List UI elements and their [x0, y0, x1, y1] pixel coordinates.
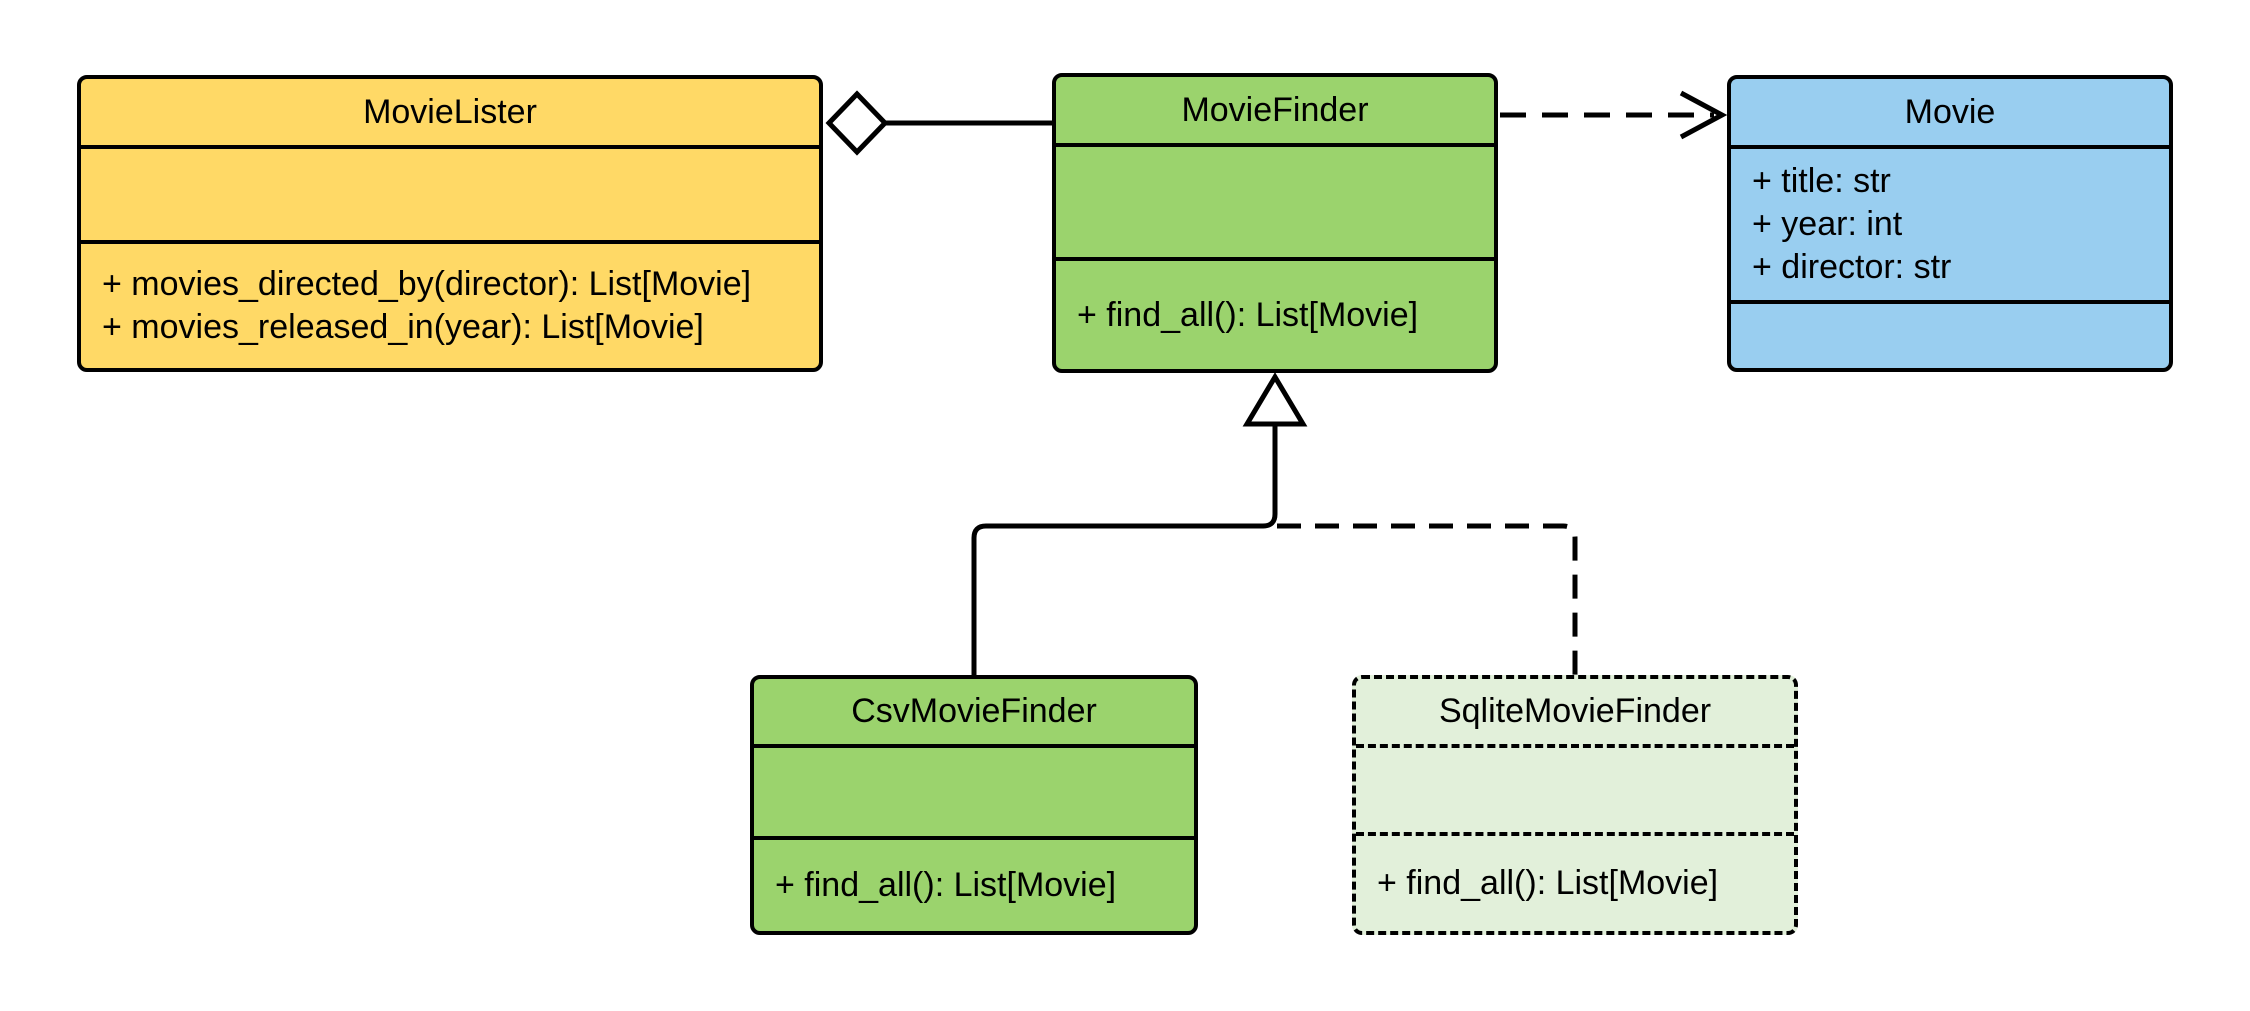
- class-moviefinder-title: MovieFinder: [1181, 90, 1369, 129]
- class-moviefinder-header: MovieFinder: [1056, 77, 1494, 143]
- method-line: + find_all(): List[Movie]: [1077, 295, 1419, 334]
- method-line: + find_all(): List[Movie]: [1377, 864, 1719, 902]
- aggregation-edge-movielister-moviefinder: [825, 90, 1054, 156]
- class-csvmoviefinder-attributes-section: [754, 744, 1194, 836]
- class-movielister-title: MovieLister: [363, 92, 537, 131]
- method-line: + movies_directed_by(director): List[Mov…: [102, 265, 752, 303]
- class-csvmoviefinder: CsvMovieFinder + find_all(): List[Movie]: [750, 675, 1198, 935]
- class-moviefinder-attributes-section: [1056, 143, 1494, 257]
- inheritance-edge-csvmoviefinder: [971, 424, 1278, 675]
- class-sqlitemoviefinder-methods-section: + find_all(): List[Movie]: [1356, 832, 1794, 931]
- dependency-edge-moviefinder-movie: [1500, 90, 1728, 140]
- aggregation-diamond: [825, 90, 889, 156]
- attribute-line: + title: str: [1752, 162, 1891, 200]
- class-movie: Movie + title: str + year: int + directo…: [1727, 75, 2173, 372]
- class-sqlitemoviefinder-attributes-section: [1356, 744, 1794, 832]
- class-movie-header: Movie: [1731, 79, 2169, 145]
- class-movielister-methods-section: + movies_directed_by(director): List[Mov…: [81, 240, 819, 368]
- inheritance-edge-sqlitemoviefinder: [1277, 523, 1578, 675]
- inheritance-hollow-triangle: [1242, 372, 1308, 427]
- class-sqlitemoviefinder-header: SqliteMovieFinder: [1356, 679, 1794, 744]
- class-movie-attributes-section: + title: str + year: int + director: str: [1731, 145, 2169, 300]
- class-sqlitemoviefinder: SqliteMovieFinder + find_all(): List[Mov…: [1352, 675, 1798, 935]
- class-moviefinder-methods-section: + find_all(): List[Movie]: [1056, 257, 1494, 369]
- attribute-line: + director: str: [1752, 248, 1952, 286]
- method-line: + find_all(): List[Movie]: [775, 866, 1117, 904]
- class-movielister-attributes-section: [81, 145, 819, 240]
- attribute-line: + year: int: [1752, 205, 1903, 243]
- class-csvmoviefinder-header: CsvMovieFinder: [754, 679, 1194, 744]
- dependency-open-arrowhead: [1679, 90, 1728, 140]
- class-moviefinder: MovieFinder + find_all(): List[Movie]: [1052, 73, 1498, 373]
- class-movie-title: Movie: [1904, 92, 1996, 131]
- class-movielister-header: MovieLister: [81, 79, 819, 145]
- class-sqlitemoviefinder-title: SqliteMovieFinder: [1438, 692, 1712, 730]
- class-csvmoviefinder-methods-section: + find_all(): List[Movie]: [754, 836, 1194, 931]
- class-csvmoviefinder-title: CsvMovieFinder: [851, 692, 1097, 730]
- class-movie-methods-section: [1731, 300, 2169, 368]
- method-line: + movies_released_in(year): List[Movie]: [102, 308, 704, 346]
- class-movielister: MovieLister + movies_directed_by(directo…: [77, 75, 823, 372]
